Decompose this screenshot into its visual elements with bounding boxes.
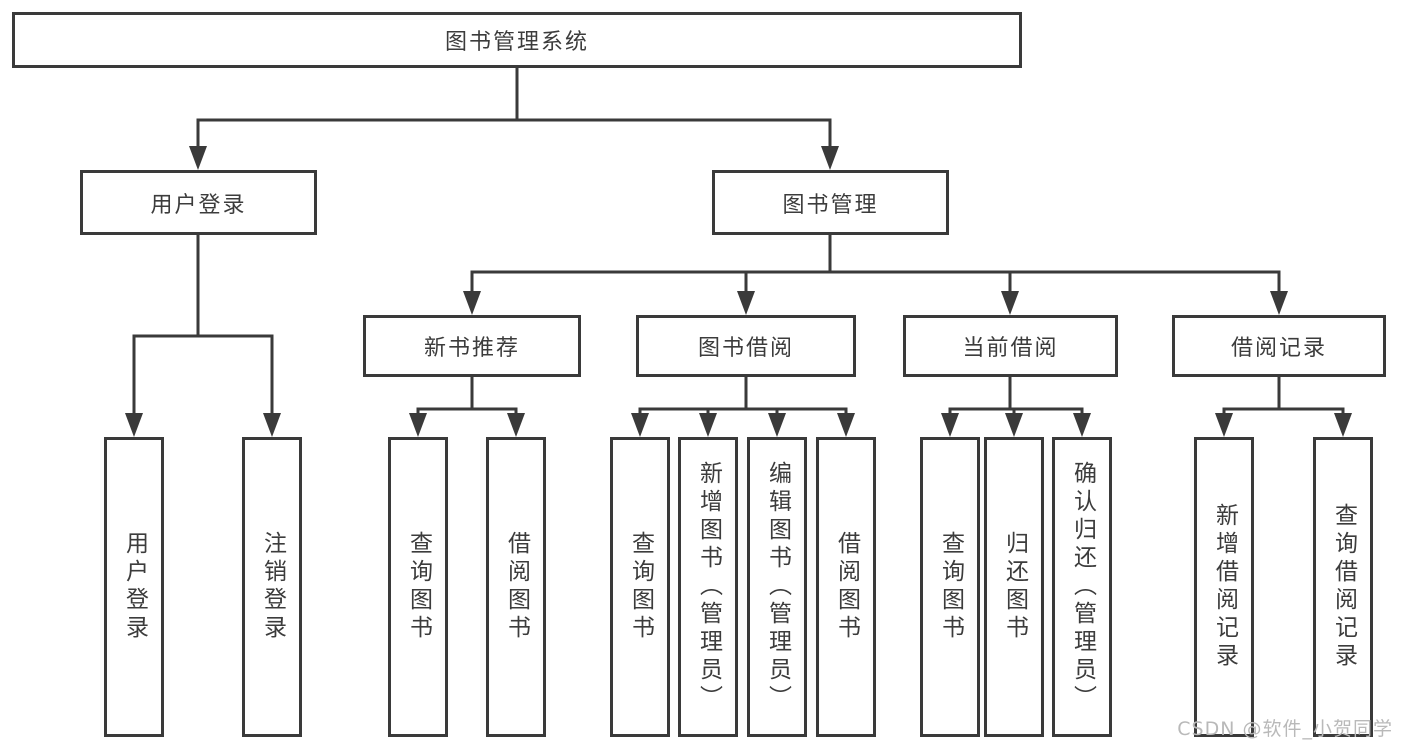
leaf-current-query-books-label: 查询图书 [937,531,964,643]
node-current-borrow-label: 当前借阅 [962,336,1059,361]
leaf-borrow-edit-books-admin: 编辑图书（管理员） [747,437,807,737]
leaf-borrow-add-books-admin-label: 新增图书（管理员） [695,461,722,713]
leaf-recommend-query-books: 查询图书 [388,437,448,737]
leaf-current-return-books-label: 归还图书 [1001,531,1028,643]
node-borrow-records-label: 借阅记录 [1230,336,1327,361]
leaf-recommend-borrow-books-label: 借阅图书 [503,531,530,643]
leaf-current-query-books: 查询图书 [920,437,980,737]
leaf-borrow-query-books-label: 查询图书 [627,531,654,643]
leaf-borrow-borrow-books-label: 借阅图书 [833,531,860,643]
leaf-borrow-borrow-books: 借阅图书 [816,437,876,737]
leaf-user-login-label: 用户登录 [121,531,148,643]
leaf-borrow-add-books-admin: 新增图书（管理员） [678,437,738,737]
leaf-current-return-books: 归还图书 [984,437,1044,737]
node-borrow-records: 借阅记录 [1172,315,1386,377]
node-library-system-label: 图书管理系统 [444,30,589,55]
leaf-records-query-record: 查询借阅记录 [1313,437,1373,737]
leaf-logout: 注销登录 [242,437,302,737]
leaf-current-confirm-return-admin: 确认归还（管理员） [1052,437,1112,737]
node-book-borrow-label: 图书借阅 [697,336,794,361]
leaf-recommend-query-books-label: 查询图书 [405,531,432,643]
node-new-book-recommend-label: 新书推荐 [423,336,520,361]
leaf-borrow-edit-books-admin-label: 编辑图书（管理员） [764,461,791,713]
node-book-management: 图书管理 [712,170,949,235]
leaf-borrow-query-books: 查询图书 [610,437,670,737]
node-book-borrow: 图书借阅 [636,315,856,377]
leaf-logout-label: 注销登录 [259,531,286,643]
leaf-records-query-record-label: 查询借阅记录 [1330,503,1357,671]
node-user-login: 用户登录 [80,170,317,235]
csdn-watermark: CSDN @软件_小贺同学 [1177,718,1393,740]
node-new-book-recommend: 新书推荐 [363,315,581,377]
node-book-management-label: 图书管理 [782,192,879,218]
leaf-records-add-record-label: 新增借阅记录 [1211,503,1238,671]
leaf-current-confirm-return-admin-label: 确认归还（管理员） [1069,461,1096,713]
node-current-borrow: 当前借阅 [903,315,1118,377]
leaf-recommend-borrow-books: 借阅图书 [486,437,546,737]
leaf-records-add-record: 新增借阅记录 [1194,437,1254,737]
node-library-system: 图书管理系统 [12,12,1022,68]
node-user-login-label: 用户登录 [150,192,247,218]
leaf-user-login: 用户登录 [104,437,164,737]
